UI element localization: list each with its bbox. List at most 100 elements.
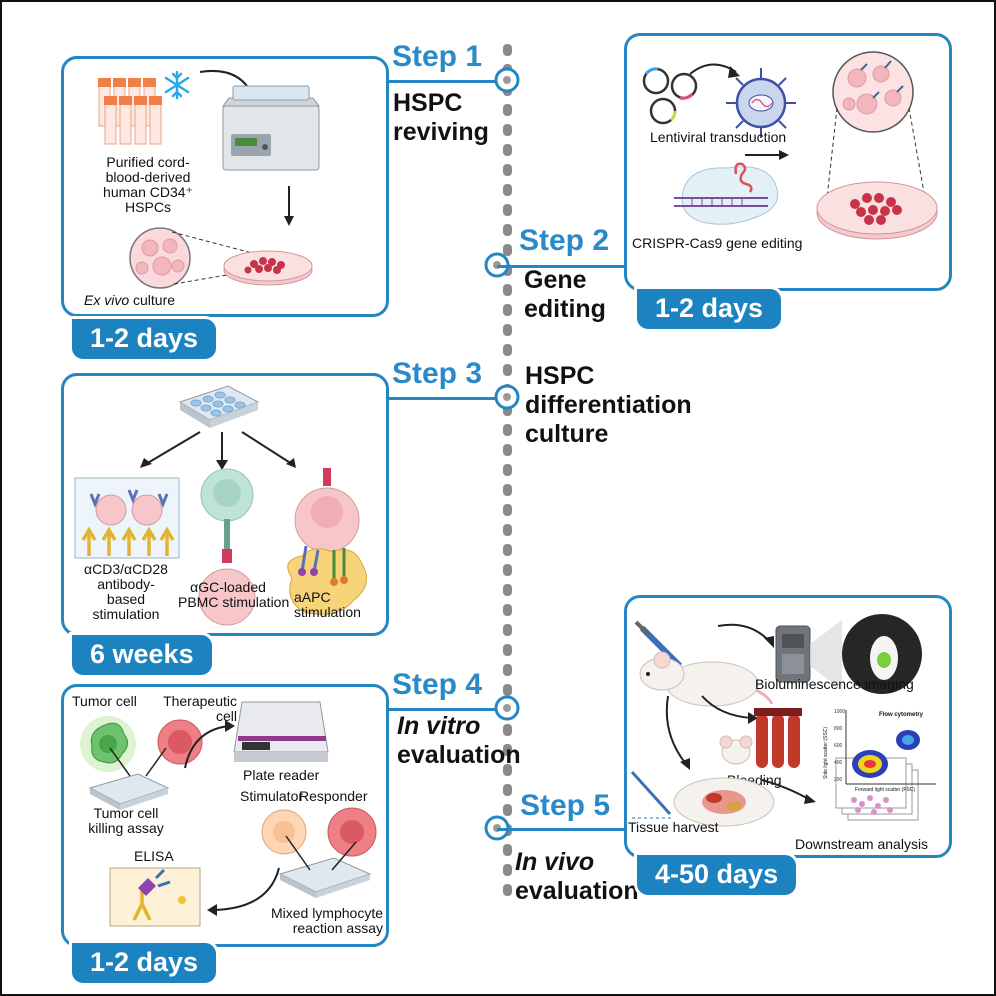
timeline-dot — [503, 744, 512, 756]
timeline-dot — [503, 44, 512, 56]
timeline-dot — [503, 564, 512, 576]
step4-duration-badge: 1-2 days — [69, 940, 220, 986]
tissue-harvest-icon — [630, 770, 775, 827]
timeline-dot — [503, 284, 512, 296]
arrow-icon — [689, 63, 740, 78]
step1-title: HSPC reviving — [393, 89, 489, 146]
arrow-icon — [184, 720, 235, 769]
timeline-dot — [503, 544, 512, 556]
timeline-dot — [503, 884, 512, 896]
timeline-dot — [503, 764, 512, 776]
timeline-dot — [503, 484, 512, 496]
elisa-label: ELISA — [134, 848, 174, 864]
flow-ylabel: Side light scatter (SSC) — [822, 727, 829, 779]
plasmid-icon — [642, 67, 698, 125]
flow-tick-label: 400 — [834, 760, 843, 766]
mlr-plate-icon — [278, 835, 372, 898]
timeline-dot — [503, 804, 512, 816]
flow-xlabel: Forward light scatter (FSC) — [855, 787, 916, 793]
stimulator-label: Stimulator — [240, 788, 304, 804]
tissue-label: Tissue harvest — [628, 819, 719, 835]
step3-duration-badge: 6 weeks — [69, 632, 215, 678]
step4-title: In vitro evaluation — [397, 712, 521, 769]
flow-tick-label: 1000 — [834, 709, 846, 715]
plate-reader-label: Plate reader — [243, 767, 320, 783]
flow-tick-label: 200 — [834, 777, 843, 783]
blood-tube-icon — [754, 708, 802, 768]
timeline-dot — [503, 204, 512, 216]
arrow-icon — [717, 623, 774, 648]
branch-arrows-icon — [140, 431, 296, 470]
vial — [104, 103, 117, 145]
step4-connector — [389, 708, 497, 711]
step2-connector — [497, 265, 624, 268]
mlr-label: Mixed lymphocyte reaction assay — [270, 905, 383, 936]
timeline-dot — [503, 664, 512, 676]
well-plate-icon — [178, 385, 260, 428]
water-bath-icon — [222, 85, 320, 171]
timeline-dot — [503, 144, 512, 156]
converge-arrows-icon — [109, 747, 167, 777]
timeline-dot — [503, 164, 512, 176]
tumor-cell-icon — [80, 716, 203, 772]
timeline-dot — [503, 584, 512, 596]
timeline-dot — [503, 464, 512, 476]
lenti-label: Lentiviral transduction — [650, 129, 787, 145]
timeline-dot — [503, 344, 512, 356]
step2-title: Gene editing — [524, 266, 606, 323]
step2-label: Step 2 — [519, 224, 610, 257]
vial-cap — [143, 78, 156, 87]
arrow-icon — [207, 867, 280, 916]
antibody-stim-icon — [74, 477, 180, 559]
step1-cells-label: Purified cord- blood-derived human CD34⁺… — [103, 154, 193, 215]
vial — [134, 103, 147, 145]
therapeutic-cell-label: Therapeutic cell — [163, 693, 237, 724]
plate-reader-icon — [233, 701, 329, 762]
timeline-dot — [503, 444, 512, 456]
virus-icon — [726, 68, 796, 138]
step1-duration-badge: 1-2 days — [69, 316, 220, 362]
elisa-icon — [109, 867, 201, 927]
timeline-dot — [503, 124, 512, 136]
step3-connector — [389, 397, 497, 400]
flow-tick-label: 600 — [834, 743, 843, 749]
timeline-dot — [503, 324, 512, 336]
zoom-cells-icon — [129, 227, 313, 289]
vial-cap — [98, 78, 111, 87]
cas9-icon — [674, 162, 779, 225]
vial — [149, 103, 162, 145]
crispr-label: CRISPR-Cas9 gene editing — [632, 235, 803, 251]
imaging-label: Bioluminescence imaging — [755, 676, 914, 692]
timeline-dot — [503, 684, 512, 696]
timeline-dot — [503, 244, 512, 256]
mouse-head-icon — [719, 735, 753, 765]
step3-title: HSPC differentiation culture — [525, 362, 692, 448]
step2-duration-badge: 1-2 days — [634, 286, 785, 332]
aapc-stim-icon — [287, 468, 367, 615]
flow-cytometry-icon — [835, 710, 936, 821]
timeline-node-center — [503, 393, 511, 401]
timeline-dot — [503, 604, 512, 616]
timeline-dot — [503, 504, 512, 516]
step5-duration-badge: 4-50 days — [634, 852, 800, 898]
vial-cap — [128, 78, 141, 87]
stim1-label: αCD3/αCD28 antibody- based stimulation — [84, 561, 168, 622]
step3-label: Step 3 — [392, 357, 483, 390]
vial-cap — [134, 96, 147, 105]
timeline-dot — [503, 844, 512, 856]
tumor-cell-label: Tumor cell — [72, 693, 137, 709]
timeline-node-center — [503, 76, 511, 84]
step1-label: Step 1 — [392, 40, 483, 73]
timeline-dot — [503, 644, 512, 656]
timeline-dot — [503, 784, 512, 796]
arrow-right-icon — [745, 150, 789, 160]
timeline-dot — [503, 364, 512, 376]
vial-cap — [149, 96, 162, 105]
vial-cap — [104, 96, 117, 105]
vial-cap — [119, 96, 132, 105]
vial-rack-icon — [98, 78, 162, 145]
flow-tick-label: 800 — [834, 726, 843, 732]
timeline-dot — [503, 184, 512, 196]
zoom-dish-icon — [816, 51, 938, 240]
stim3-label: aAPC stimulation — [294, 589, 361, 620]
